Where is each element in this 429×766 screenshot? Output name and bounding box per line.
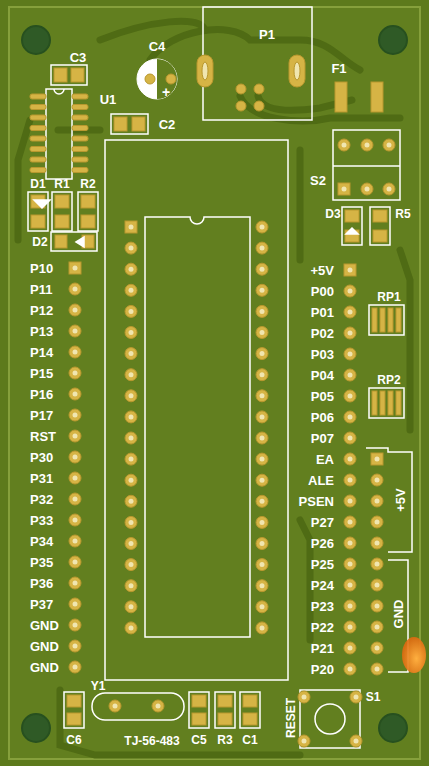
silkscreen-label: P1 [259, 28, 275, 41]
silkscreen-label: P20 [311, 663, 334, 676]
silkscreen-label: P04 [311, 369, 334, 382]
silkscreen-label: P33 [30, 514, 53, 527]
silkscreen-label: U1 [100, 93, 117, 106]
silkscreen-label: P03 [311, 348, 334, 361]
silkscreen-label: RESET [285, 698, 297, 738]
silkscreen-label: RP1 [377, 291, 400, 303]
capacitor-c4-band [157, 59, 177, 99]
silkscreen-label: PSEN [299, 495, 334, 508]
silkscreen-label: P35 [30, 556, 53, 569]
silkscreen-label: R5 [395, 208, 410, 220]
silkscreen-label: +5V [394, 488, 407, 512]
silkscreen-label: P26 [311, 537, 334, 550]
silkscreen-label: P36 [30, 577, 53, 590]
capacitor-c4-pads [145, 74, 176, 84]
silkscreen-label: RST [30, 430, 56, 443]
silkscreen-label: C3 [70, 51, 87, 64]
silkscreen-label: C5 [191, 734, 206, 746]
u1-pads [30, 94, 88, 173]
usb-connector-outline [203, 7, 312, 120]
silkscreen-label: P32 [30, 493, 53, 506]
silkscreen-label: GND [392, 600, 405, 629]
silkscreen-label: P22 [311, 621, 334, 634]
silkscreen-label: +5V [311, 264, 335, 277]
silkscreen-label: C6 [66, 734, 81, 746]
silkscreen-label: P34 [30, 535, 53, 548]
silkscreen-label: P24 [311, 579, 334, 592]
through-hole-pins [69, 221, 383, 675]
silkscreen-label: GND [30, 619, 59, 632]
silkscreen-label: P05 [311, 390, 334, 403]
silkscreen-label: D3 [325, 208, 340, 220]
silkscreen-label: R2 [80, 178, 95, 190]
silkscreen-label: R3 [217, 734, 232, 746]
silkscreen-label: P14 [30, 346, 53, 359]
silkscreen-label: ALE [308, 474, 334, 487]
silkscreen-label: P17 [30, 409, 53, 422]
silkscreen-label: + [162, 85, 170, 99]
silkscreen-label: S1 [366, 691, 381, 703]
silkscreen-label: GND [30, 640, 59, 653]
smd-pads [31, 68, 401, 725]
silkscreen-label: S2 [310, 174, 326, 187]
silkscreen-label: RP2 [377, 374, 400, 386]
usb-pads [197, 55, 305, 111]
silkscreen-label: P16 [30, 388, 53, 401]
silkscreen-label: D2 [32, 236, 47, 248]
silkscreen-label: P06 [311, 411, 334, 424]
silkscreen-label: P15 [30, 367, 53, 380]
silkscreen-label: P13 [30, 325, 53, 338]
silkscreen-label: P27 [311, 516, 334, 529]
silkscreen-label: C4 [149, 40, 166, 53]
silkscreen-label: P02 [311, 327, 334, 340]
silkscreen-label: P07 [311, 432, 334, 445]
silkscreen-outlines [28, 65, 412, 748]
silkscreen-label: Y1 [91, 680, 106, 692]
silkscreen-label: P21 [311, 642, 334, 655]
silkscreen-label: P01 [311, 306, 334, 319]
silkscreen-label: EA [316, 453, 334, 466]
silkscreen-label: P31 [30, 472, 53, 485]
silkscreen-label: P00 [311, 285, 334, 298]
capacitor-c4-outline [137, 59, 177, 99]
silkscreen-label: C1 [242, 734, 257, 746]
silkscreen-label: C2 [159, 118, 176, 131]
silkscreen-label: P12 [30, 304, 53, 317]
silkscreen-label: GND [30, 661, 59, 674]
traces [18, 21, 410, 755]
silkscreen-label: R1 [54, 178, 69, 190]
silkscreen-label: TJ-56-483 [124, 735, 179, 747]
silkscreen-label: P30 [30, 451, 53, 464]
mounting-holes [22, 26, 407, 742]
silkscreen-label: P10 [30, 262, 53, 275]
silkscreen-label: D1 [30, 178, 45, 190]
pin-holes [113, 143, 392, 744]
switch-pads [109, 139, 395, 747]
silkscreen-label: P25 [311, 558, 334, 571]
silkscreen-label: F1 [331, 62, 346, 75]
highlight-marker [402, 637, 426, 673]
silkscreen-label: P23 [311, 600, 334, 613]
board-edge [9, 7, 420, 759]
silkscreen-label: P11 [30, 283, 52, 296]
silkscreen-label: P37 [30, 598, 53, 611]
